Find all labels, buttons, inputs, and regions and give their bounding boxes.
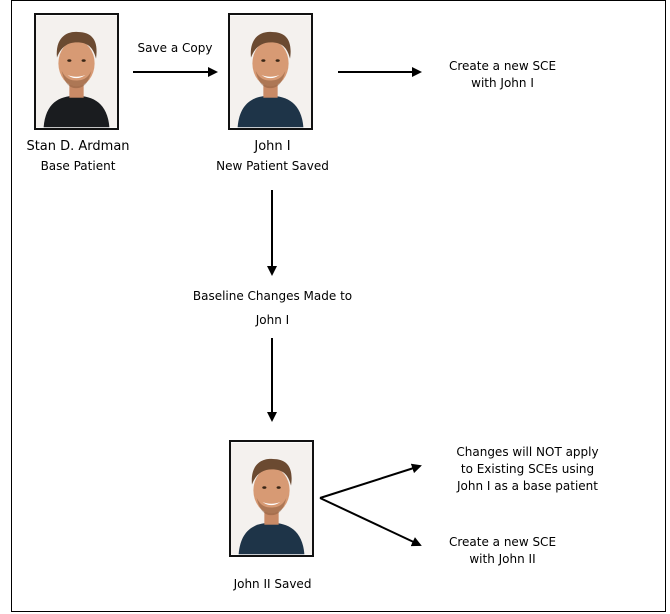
john1-name: John I	[254, 139, 291, 154]
outcome-new-sce-john1-line1: Create a new SCE	[448, 59, 557, 73]
patient-photo-john1	[228, 13, 313, 130]
baseline-changes-line1: Baseline Changes Made to	[192, 289, 353, 303]
outcome-new-sce-john1-line2: with John I	[471, 76, 534, 90]
outcome-no-apply-line2: to Existing SCEs using	[460, 462, 595, 476]
portrait-icon	[36, 15, 117, 128]
save-copy-label: Save a Copy	[137, 41, 213, 55]
base-patient-name: Stan D. Ardman	[26, 139, 130, 154]
outcome-new-sce-john2-line2: with John II	[469, 552, 536, 566]
diagram-frame	[11, 0, 666, 612]
portrait-icon	[230, 15, 311, 128]
arrow-to-no-apply	[319, 463, 422, 499]
patient-photo-base	[34, 13, 119, 130]
patient-photo-john2	[229, 440, 314, 557]
john2-saved-label: John II Saved	[233, 577, 312, 591]
john1-role: New Patient Saved	[216, 159, 329, 173]
base-patient-role: Base Patient	[40, 159, 116, 173]
outcome-new-sce-john2-line1: Create a new SCE	[448, 535, 557, 549]
arrow-to-new-sce-john2	[319, 497, 422, 547]
portrait-icon	[231, 442, 312, 555]
baseline-changes-line2: John I	[255, 313, 290, 327]
outcome-no-apply-line1: Changes will NOT apply	[456, 445, 599, 459]
outcome-no-apply-line3: John I as a base patient	[457, 479, 598, 493]
